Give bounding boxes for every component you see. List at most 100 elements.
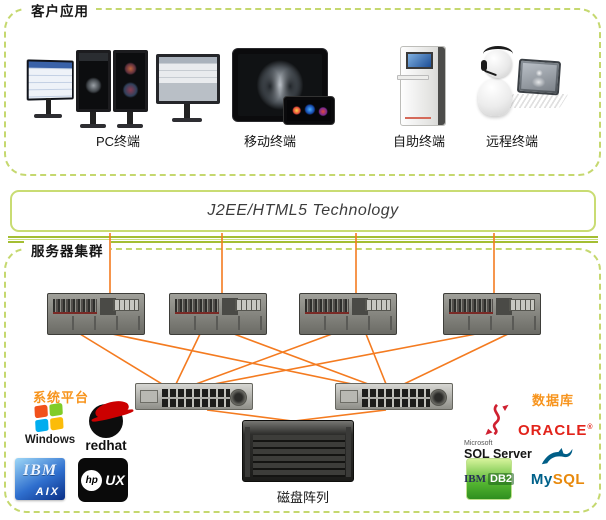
server-panel [509, 299, 535, 311]
monitor-base [117, 124, 143, 128]
bus-drop-lines [109, 233, 495, 298]
phone-icon [283, 96, 335, 125]
remote-agent-icon [478, 46, 569, 128]
windows-logo-text: Windows [24, 434, 76, 446]
switch-ports [362, 389, 430, 397]
agent-body [478, 78, 512, 116]
disk-array-label: 磁盘阵列 [276, 490, 329, 505]
middleware-banner-label: J2EE/HTML5 Technology [207, 202, 399, 219]
headset-icon [483, 46, 513, 62]
disk-drive-slots [253, 435, 345, 477]
kiosk-icon [397, 46, 446, 126]
server-gap [496, 298, 512, 315]
switch-fan [230, 389, 247, 406]
windows-flag-icon [34, 402, 65, 433]
oracle-registered-mark: ® [587, 424, 594, 431]
database-section-label: 数据库 [532, 393, 575, 408]
monitor-stand [90, 112, 96, 124]
switch-module [340, 390, 358, 403]
switch-icon [335, 383, 453, 410]
kiosk-side-panel [438, 47, 445, 125]
server-icon [169, 293, 267, 335]
monitor-screen [79, 53, 108, 109]
client-apps-box-label: 客户应用 [24, 0, 96, 20]
redhat-logo-text: redhat [85, 438, 127, 453]
ibm-aix-logo: IBM AIX [15, 458, 65, 500]
windows-flag-pane [49, 402, 63, 417]
sqlserver-logo: Microsoft SQL Server [462, 403, 532, 461]
hpux-logo: hp UX [78, 458, 128, 502]
monitor-base [172, 118, 202, 122]
phone-screen [287, 100, 331, 121]
mysql-sql-text: SQL [552, 471, 586, 488]
ibm-logo-text: IBM [22, 462, 58, 479]
server-switch-mesh-lines [79, 333, 509, 385]
kiosk-screen [406, 52, 433, 69]
monitor-icon [156, 54, 220, 104]
server-drive-bays [175, 299, 219, 314]
mobile-terminal-label: 移动终端 [243, 134, 296, 149]
windows-flag-pane [34, 404, 48, 419]
redhat-logo: redhat [80, 398, 134, 456]
mysql-my-text: My [530, 471, 553, 488]
monitor-screen [28, 61, 72, 99]
monitor-stand [46, 98, 51, 114]
pc-terminal-label: PC终端 [95, 134, 141, 149]
server-panel [235, 299, 261, 311]
server-bottom-band [174, 316, 262, 330]
server-icon [299, 293, 397, 335]
network-bus-lines [8, 236, 598, 243]
monitor-screen [116, 53, 145, 109]
headset-earcup [481, 60, 487, 71]
laptop-base [503, 94, 569, 108]
platform-section-label: 系统平台 [33, 390, 90, 405]
server-gap [352, 298, 368, 315]
sqlserver-swirl-icon [485, 403, 509, 436]
server-cluster-box: 服务器集群 [4, 240, 601, 513]
windows-flag-pane [35, 418, 49, 433]
oracle-logo: ORACLE® [518, 422, 594, 442]
microsoft-text: Microsoft [464, 440, 493, 447]
mysql-logo: MySQL [520, 448, 596, 498]
monitor-icon [26, 59, 74, 101]
switch-ports [162, 399, 230, 407]
hp-circle-icon: hp [81, 469, 103, 491]
server-cluster-box-label: 服务器集群 [24, 240, 111, 260]
redhat-circle-icon [89, 398, 134, 438]
kiosk-brand-stripe [405, 117, 431, 119]
laptop-screen [521, 62, 557, 92]
switch-fan [430, 389, 447, 406]
db2-ibm-text: IBM [464, 473, 486, 485]
switch-icon [135, 383, 253, 410]
monitor-stand [127, 112, 133, 124]
windows-logo: Windows [22, 402, 78, 456]
ibm-db2-logo: IBM DB2 [464, 458, 515, 500]
server-gap [222, 298, 238, 315]
mysql-logo-text: MySQL [520, 471, 596, 488]
server-icon [443, 293, 541, 335]
server-gap [100, 298, 116, 315]
kiosk-terminal-label: 自助终端 [392, 134, 445, 149]
server-drive-bays [53, 299, 97, 314]
monitor-stand [184, 104, 190, 118]
disk-rack-ear [245, 427, 250, 477]
switch-ports [362, 399, 430, 407]
aix-logo-text: AIX [35, 486, 60, 498]
monitor-base [34, 114, 62, 118]
middleware-banner: J2EE/HTML5 Technology [10, 190, 596, 232]
client-apps-box: 客户应用 [4, 0, 601, 176]
monitor-screen [159, 57, 217, 101]
remote-terminal-label: 远程终端 [485, 134, 538, 149]
monitor-icon [76, 50, 111, 112]
ux-logo-text: UX [105, 472, 125, 488]
monitor-icon [113, 50, 148, 112]
db2-text: DB2 [488, 473, 515, 485]
sqlserver-text: SQL Server [464, 447, 532, 461]
server-panel [113, 299, 139, 311]
server-panel [365, 299, 391, 311]
server-bottom-band [304, 316, 392, 330]
monitor-base [80, 124, 106, 128]
laptop-icon [516, 58, 562, 96]
switch-ports [162, 389, 230, 397]
